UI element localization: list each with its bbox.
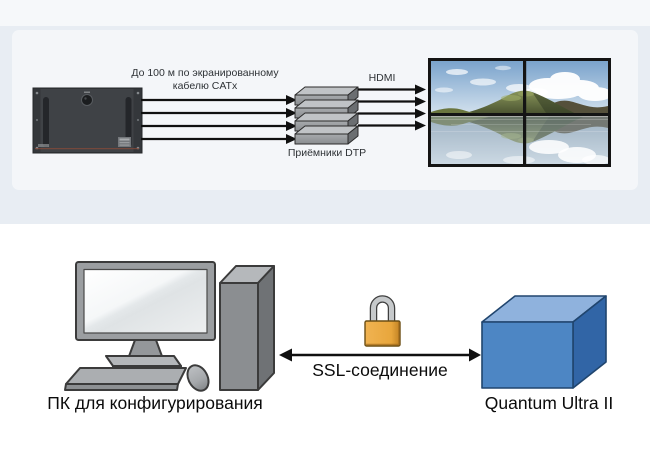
padlock-icon — [364, 295, 401, 347]
hdmi-label: HDMI — [368, 72, 396, 84]
water-reflections — [431, 119, 608, 164]
desktop-pc-icon — [64, 261, 275, 392]
pc-label: ПК для конфигурирования — [47, 393, 263, 413]
matrix-switcher-icon — [32, 87, 143, 154]
quantum-cube-icon — [481, 295, 607, 389]
dtp-receivers-icon — [294, 86, 359, 145]
catx-cable-label: До 100 м по экранированному кабелю CATx — [131, 67, 278, 94]
top-strip — [0, 0, 650, 26]
mouse-icon — [186, 364, 210, 392]
catx-arrows — [141, 95, 297, 144]
monitor-icon — [75, 261, 216, 372]
video-wall-icon — [428, 58, 611, 167]
bezel-horizontal — [431, 113, 608, 117]
dtp-receivers-label: Приёмники DTP — [287, 147, 367, 159]
quantum-label: Quantum Ultra II — [484, 393, 614, 413]
tower-icon — [219, 265, 275, 391]
ssl-arrow — [279, 348, 481, 362]
keyboard-icon — [64, 367, 187, 391]
clouds — [435, 65, 608, 101]
ssl-connection-label: SSL-соединение — [312, 360, 448, 380]
catx-cable-label-line2: кабелю CATx — [172, 80, 238, 92]
bezel-vertical — [523, 61, 527, 164]
catx-cable-label-line1: До 100 м по экранированному — [131, 66, 279, 79]
signal-flow-diagram — [32, 58, 611, 167]
mountains — [431, 90, 608, 117]
hdmi-arrows — [358, 84, 426, 131]
ssl-connection-diagram — [64, 261, 607, 392]
dtp-receiver-box — [294, 125, 359, 145]
